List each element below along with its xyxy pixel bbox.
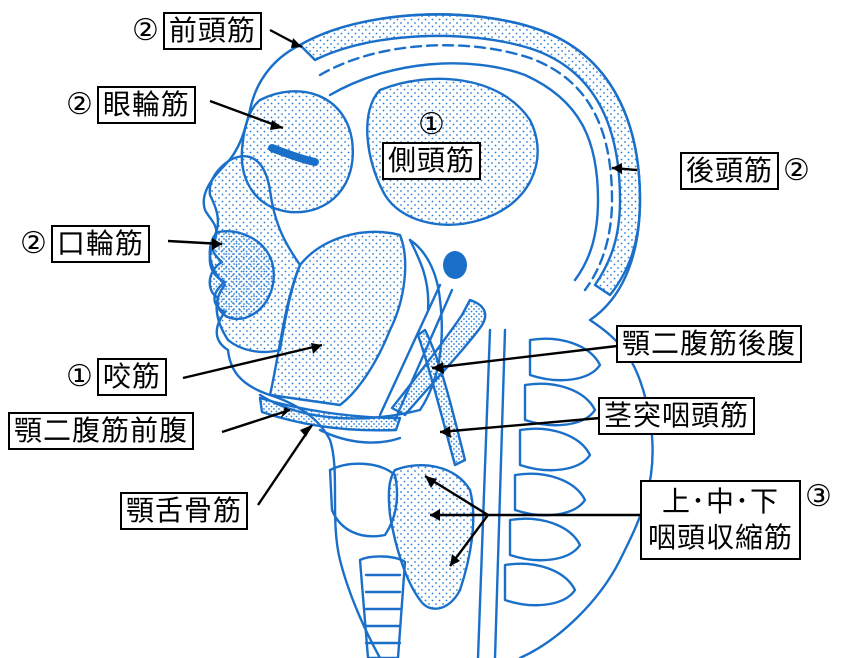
label-number: ② [62, 88, 97, 122]
label-stylopharyngeus: 茎突咽頭筋 [598, 397, 755, 435]
label-number: ① [414, 108, 449, 142]
hyoid [320, 430, 400, 443]
label-temporalis: ① 側頭筋 [382, 108, 481, 180]
label-hyoglossus: 顎舌骨筋 [120, 492, 248, 530]
label-occipitalis: 後頭筋 ② [680, 152, 814, 190]
digastric-anterior-label: 顎二腹筋前腹 [8, 412, 194, 450]
label-number: ③ [801, 480, 836, 514]
label-orbicularis-oculi: ② 眼輪筋 [62, 86, 196, 124]
occipitalis-label: 後頭筋 [680, 152, 779, 190]
label-digastric-anterior: 顎二腹筋前腹 [8, 412, 194, 450]
orbicularis-oculi-label: 眼輪筋 [97, 86, 196, 124]
constrictors-line2: 咽頭収縮筋 [648, 520, 793, 556]
thyroid-cartilage [330, 464, 397, 537]
frontalis-label: 前頭筋 [163, 12, 262, 50]
label-number: ② [128, 14, 163, 48]
label-frontalis: ② 前頭筋 [128, 12, 262, 50]
label-digastric-posterior: 顎二腹筋後腹 [616, 325, 802, 363]
orbicularis-oris-label: 口輪筋 [51, 225, 150, 263]
label-number: ② [16, 227, 51, 261]
temporalis-label: 側頭筋 [382, 142, 481, 180]
constrictors-line1: 上･中･下 [648, 484, 793, 520]
ramus [410, 240, 428, 310]
label-constrictors: 上･中･下 咽頭収縮筋 ③ [640, 480, 836, 560]
label-masseter: ① 咬筋 [62, 358, 167, 396]
label-number: ② [779, 154, 814, 188]
masseter-label: 咬筋 [97, 358, 167, 396]
cervical-spine [478, 330, 600, 658]
trachea [360, 556, 405, 658]
stylopharyngeus-label: 茎突咽頭筋 [598, 397, 755, 435]
label-orbicularis-oris: ② 口輪筋 [16, 225, 150, 263]
ear-canal [443, 251, 467, 279]
hyoglossus-label: 顎舌骨筋 [120, 492, 248, 530]
label-number: ① [62, 360, 97, 394]
digastric-posterior-label: 顎二腹筋後腹 [616, 325, 802, 363]
constrictors-label: 上･中･下 咽頭収縮筋 [640, 480, 801, 560]
